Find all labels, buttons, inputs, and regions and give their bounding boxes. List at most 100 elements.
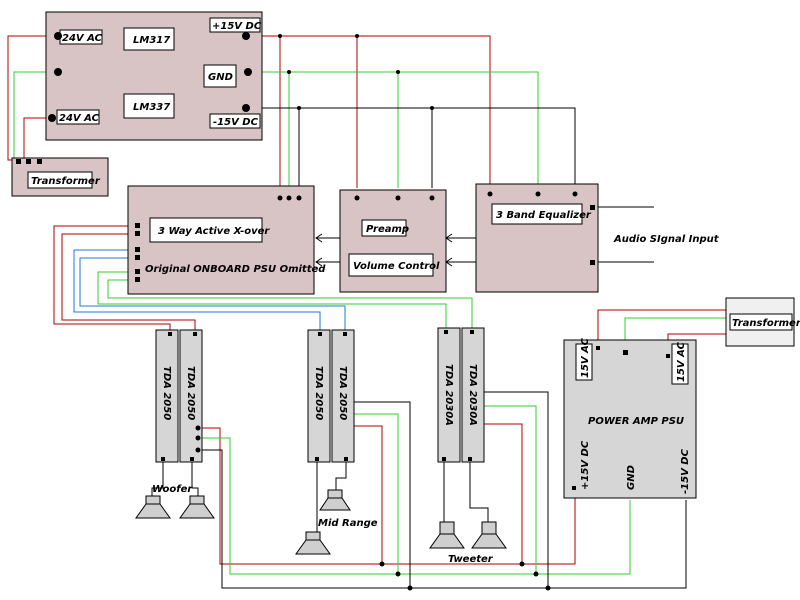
wire-mid-b bbox=[335, 460, 347, 490]
regulator-lm337-box bbox=[123, 93, 175, 119]
psu-ac-left: 15V AC bbox=[580, 337, 591, 378]
amp-woofer-a bbox=[155, 329, 179, 463]
regulator-lm317-box bbox=[123, 27, 175, 51]
junction-pos-preamp bbox=[355, 34, 359, 38]
regulator-term-pos bbox=[242, 32, 250, 40]
crossover-out-4 bbox=[135, 255, 140, 260]
regulator-gnd: GND bbox=[208, 72, 233, 83]
arrowhead-1 bbox=[315, 233, 323, 243]
junction-rail-pos-mid bbox=[379, 561, 385, 567]
equalizer-title-box bbox=[491, 203, 583, 225]
amp-woofer-a-in bbox=[168, 332, 172, 336]
transformer-left-pin-1 bbox=[16, 159, 21, 164]
wire-amp-gnd-mid bbox=[348, 413, 399, 574]
wire-mid-a bbox=[313, 460, 318, 533]
amp-woofer-a-label: TDA 2050 bbox=[161, 366, 172, 420]
psu-ac-right: 15V AC bbox=[676, 341, 687, 382]
speaker-tweeter-b bbox=[471, 521, 507, 549]
amp-tw-a bbox=[437, 327, 461, 463]
equalizer-board bbox=[475, 183, 599, 293]
regulator-term-ac2 bbox=[48, 114, 56, 122]
speaker-woofer-b bbox=[179, 495, 215, 519]
crossover-out-1 bbox=[135, 223, 140, 228]
amp-woofer-b-label: TDA 2050 bbox=[185, 366, 196, 420]
regulator-term-ac1 bbox=[54, 32, 62, 40]
amp-woofer-pwr-3 bbox=[195, 447, 201, 453]
wire-amp-pos-mid bbox=[348, 425, 383, 564]
junction-neg-xover bbox=[297, 106, 301, 110]
transformer-left-label-box bbox=[27, 171, 93, 189]
junction-rail-gnd-mid bbox=[395, 571, 401, 577]
amp-mid-b bbox=[331, 329, 355, 463]
wire-amp-gnd-rail bbox=[198, 437, 631, 575]
equalizer-in-1 bbox=[590, 205, 595, 210]
wire-woofer-b bbox=[191, 460, 199, 496]
amp-woofer-pwr-2 bbox=[195, 435, 201, 441]
transformer-right-label-box bbox=[729, 313, 793, 331]
speaker-woofer-label: Woofer bbox=[152, 484, 193, 495]
crossover-title: 3 Way Active X-over bbox=[158, 226, 270, 237]
preamp-pwr-gnd bbox=[395, 195, 401, 201]
regulator-term-ct bbox=[54, 68, 62, 76]
psu-ct-term bbox=[623, 350, 628, 355]
amp-mid-b-out bbox=[344, 457, 348, 461]
audio-input-label: Audio SIgnal Input bbox=[613, 234, 720, 245]
wire-pos15-bus bbox=[246, 35, 491, 188]
psu-ac-left-box bbox=[575, 343, 593, 381]
amp-mid-a bbox=[307, 329, 331, 463]
wire-amp-pos-rail bbox=[198, 427, 576, 565]
psu-pos: +15V DC bbox=[580, 440, 591, 490]
regulator-gnd-box bbox=[203, 64, 237, 88]
amp-tw-b-in bbox=[470, 330, 474, 334]
wire-xover-mid-a bbox=[73, 249, 321, 334]
regulator-ac-bottom-box bbox=[56, 109, 100, 125]
psu-neg: -15V DC bbox=[680, 448, 691, 494]
crossover-note: Original ONBOARD PSU Omitted bbox=[145, 264, 326, 275]
crossover-pwr-pos bbox=[277, 195, 283, 201]
junction-rail-neg-tw bbox=[545, 585, 551, 591]
equalizer-pwr-neg bbox=[572, 191, 578, 197]
psu-pos-term bbox=[572, 486, 576, 490]
preamp-pwr-pos bbox=[354, 195, 360, 201]
junction-gnd-xover bbox=[287, 70, 291, 74]
crossover-pwr-neg bbox=[296, 195, 302, 201]
wire-tw-b bbox=[469, 460, 489, 522]
speaker-tweeter-label: Tweeter bbox=[448, 554, 494, 565]
amp-woofer-b-out bbox=[190, 457, 194, 461]
wire-amp-neg-mid bbox=[348, 401, 411, 588]
regulator-lm337: LM337 bbox=[133, 102, 170, 113]
wire-xover-woofer-a bbox=[53, 225, 171, 334]
amp-mid-a-in bbox=[318, 332, 322, 336]
equalizer-in-2 bbox=[590, 260, 595, 265]
transformer-left-label: Transformer bbox=[31, 176, 101, 187]
wire-amp-gnd-tw bbox=[480, 405, 537, 574]
regulator-term-gnd bbox=[244, 68, 252, 76]
amp-tw-b bbox=[461, 327, 485, 463]
speaker-mid-label: Mid Range bbox=[318, 518, 378, 529]
junction-gnd-preamp bbox=[396, 70, 400, 74]
preamp-pwr-neg bbox=[429, 195, 435, 201]
arrowhead-2 bbox=[315, 257, 323, 267]
amp-mid-a-label: TDA 2050 bbox=[313, 366, 324, 420]
amp-tw-a-label: TDA 2030A bbox=[443, 364, 454, 426]
wire-gnd-bus bbox=[246, 71, 539, 188]
crossover-out-5 bbox=[135, 269, 140, 274]
regulator-term-neg bbox=[242, 104, 250, 112]
wire-amp-neg-rail bbox=[198, 449, 687, 589]
preamp-title-box bbox=[361, 219, 407, 237]
regulator-ac-bottom: 24V AC bbox=[59, 113, 100, 124]
amp-woofer-b-in bbox=[193, 332, 197, 336]
regulator-neg-box bbox=[209, 113, 261, 129]
wire-xover-woofer-b bbox=[61, 233, 196, 334]
speaker-mid-b bbox=[295, 531, 331, 555]
amp-tw-b-out bbox=[468, 457, 472, 461]
crossover-title-box bbox=[149, 217, 263, 243]
regulator-lm317: LM317 bbox=[133, 35, 170, 46]
wire-neg15-bus bbox=[246, 107, 576, 188]
junction-rail-neg-mid bbox=[407, 585, 413, 591]
psu-gnd: GND bbox=[626, 465, 637, 490]
junction-rail-gnd-tw bbox=[533, 571, 539, 577]
amp-mid-b-in bbox=[343, 332, 347, 336]
regulator-neg: -15V DC bbox=[213, 117, 259, 128]
speaker-woofer-a bbox=[135, 495, 171, 519]
